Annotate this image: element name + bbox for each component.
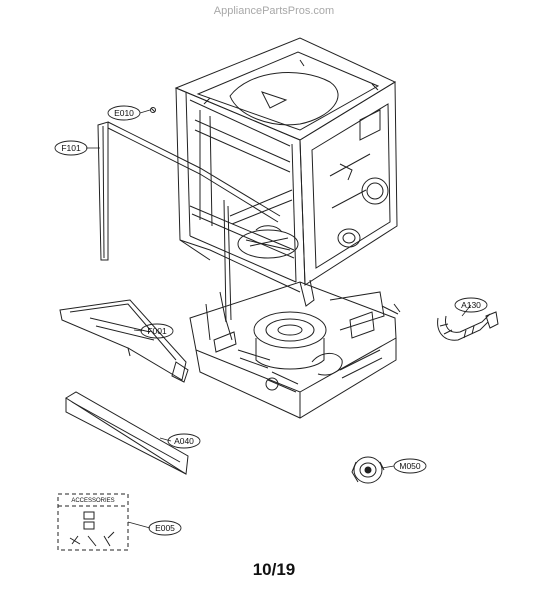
callout-a130: A130 <box>461 300 481 310</box>
callout-shapes <box>54 105 488 536</box>
callout-m050: M050 <box>399 461 421 471</box>
base-assembly <box>189 279 401 419</box>
watermark: AppliancePartsPros.com <box>213 5 335 17</box>
tub-assembly <box>174 37 398 293</box>
callout-f101: F101 <box>61 143 81 153</box>
leader-lines <box>86 109 472 529</box>
kick-plate-part <box>65 391 189 475</box>
callout-f001: F001 <box>147 326 167 336</box>
screw-e010-part <box>150 107 156 113</box>
motor-part <box>351 456 385 484</box>
callout-e010: E010 <box>114 108 134 118</box>
drain-hose-part <box>437 311 499 341</box>
callout-a040: A040 <box>174 436 194 446</box>
page-number: 10/19 <box>252 560 296 579</box>
accessories-box <box>57 493 129 551</box>
accessories-label: ACCESSORIES <box>71 498 114 504</box>
cover-panel-part <box>59 299 189 383</box>
door-gasket-part <box>97 121 281 341</box>
callout-e005: E005 <box>155 523 175 533</box>
